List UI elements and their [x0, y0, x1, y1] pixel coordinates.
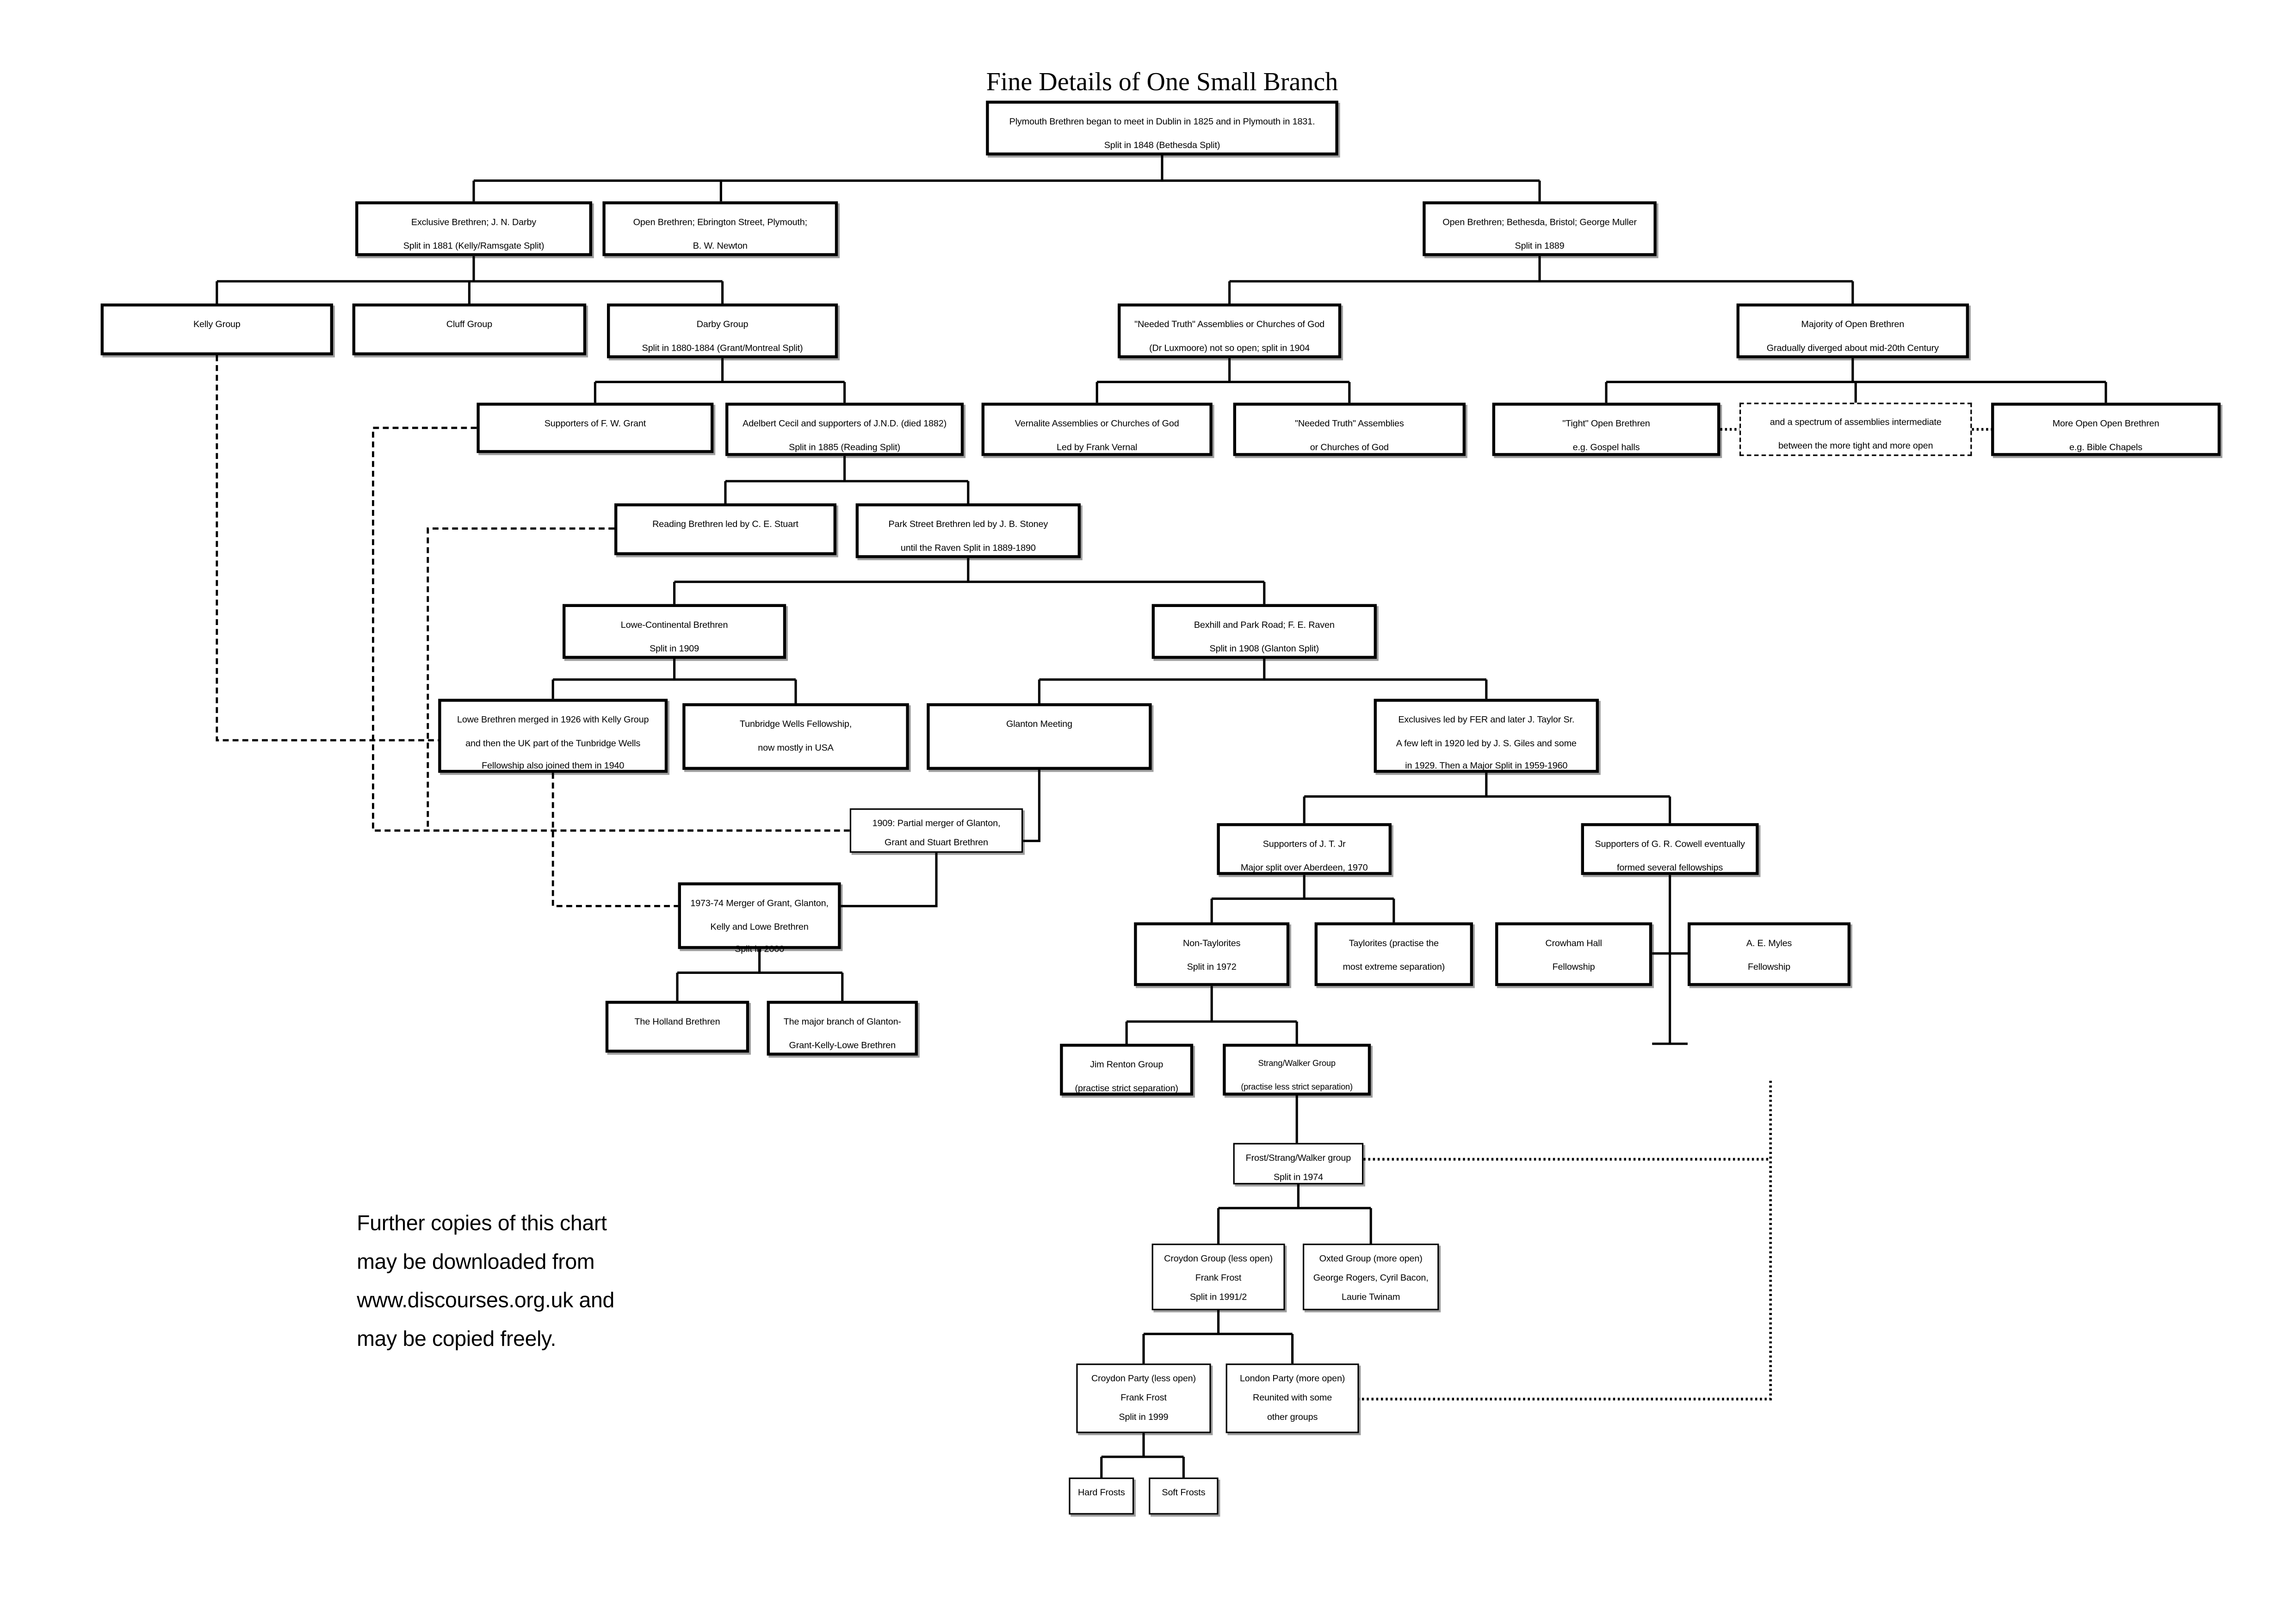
node-croydon-party: Croydon Party (less open) Frank Frost Sp… — [1076, 1363, 1211, 1433]
node-park-street-brethren: Park Street Brethren led by J. B. Stoney… — [855, 503, 1081, 558]
node-majority-open-brethren: Majority of Open Brethren Gradually dive… — [1736, 304, 1969, 359]
node-more-open-brethren: More Open Open Brethren e.g. Bible Chape… — [1991, 403, 2221, 456]
node-myles-fellowship: A. E. Myles Fellowship — [1688, 922, 1850, 986]
node-spectrum-intermediate: and a spectrum of assemblies intermediat… — [1739, 403, 1972, 456]
node-needed-truth-assemblies: "Needed Truth" Assemblies or Churches of… — [1233, 403, 1466, 456]
node-ebrington-street: Open Brethren; Ebrington Street, Plymout… — [602, 201, 838, 256]
node-grant-supporters: Supporters of F. W. Grant — [477, 403, 714, 453]
solid-connectors — [216, 155, 2107, 1478]
node-croydon-group: Croydon Group (less open) Frank Frost Sp… — [1151, 1244, 1285, 1310]
node-partial-merger-1909: 1909: Partial merger of Glanton, Grant a… — [849, 808, 1023, 853]
node-adelbert-cecil: Adelbert Cecil and supporters of J.N.D. … — [725, 403, 964, 456]
node-major-branch-ggkl: The major branch of Glanton- Grant-Kelly… — [767, 1001, 918, 1056]
node-tunbridge-wells: Tunbridge Wells Fellowship, now mostly i… — [682, 703, 909, 770]
node-jt-jr-supporters: Supporters of J. T. Jr Major split over … — [1217, 823, 1392, 875]
node-bexhill-park-road: Bexhill and Park Road; F. E. Raven Split… — [1151, 604, 1377, 659]
node-exclusives-fer: Exclusives led by FER and later J. Taylo… — [1374, 699, 1599, 773]
node-darby-group: Darby Group Split in 1880-1884 (Grant/Mo… — [607, 304, 838, 359]
node-soft-frosts: Soft Frosts — [1149, 1477, 1219, 1515]
node-hard-frosts: Hard Frosts — [1069, 1477, 1134, 1515]
node-needed-truth-luxmoore: "Needed Truth" Assemblies or Churches of… — [1118, 304, 1342, 359]
node-reading-brethren: Reading Brethren led by C. E. Stuart — [614, 503, 836, 555]
node-cluff-group: Cluff Group — [352, 304, 587, 355]
node-exclusive-brethren-darby: Exclusive Brethren; J. N. Darby Split in… — [355, 201, 592, 256]
node-taylorites: Taylorites (practise the most extreme se… — [1314, 922, 1473, 986]
node-bethesda-bristol: Open Brethren; Bethesda, Bristol; George… — [1423, 201, 1657, 256]
node-crowham-hall: Crowham Hall Fellowship — [1495, 922, 1652, 986]
node-frost-strang-walker: Frost/Strang/Walker group Split in 1974 — [1233, 1143, 1364, 1184]
node-lowe-merged: Lowe Brethren merged in 1926 with Kelly … — [438, 699, 668, 773]
node-holland-brethren: The Holland Brethren — [605, 1001, 749, 1053]
node-kelly-group: Kelly Group — [100, 304, 333, 355]
node-tight-open-brethren: "Tight" Open Brethren e.g. Gospel halls — [1492, 403, 1720, 456]
node-cowell-supporters: Supporters of G. R. Cowell eventually fo… — [1581, 823, 1759, 875]
download-note: Further copies of this chart may be down… — [357, 1212, 614, 1352]
node-oxted-group: Oxted Group (more open) George Rogers, C… — [1303, 1244, 1439, 1310]
node-glanton-meeting: Glanton Meeting — [927, 703, 1152, 770]
node-non-taylorites: Non-Taylorites Split in 1972 — [1134, 922, 1290, 986]
node-plymouth-origin: Plymouth Brethren began to meet in Dubli… — [986, 100, 1338, 155]
chart-title: Fine Details of One Small Branch — [986, 67, 1338, 96]
node-merger-1973-74: 1973-74 Merger of Grant, Glanton, Kelly … — [678, 882, 841, 955]
node-vernalite-assemblies: Vernalite Assemblies or Churches of God … — [981, 403, 1213, 456]
node-strang-walker-group: Strang/Walker Group (practise less stric… — [1223, 1044, 1371, 1096]
node-lowe-continental: Lowe-Continental Brethren Split in 1909 — [563, 604, 786, 659]
dashed-connectors — [216, 355, 850, 907]
node-london-party: London Party (more open) Reunited with s… — [1225, 1363, 1359, 1433]
dotted-connectors — [1359, 428, 1992, 1400]
node-jim-renton-group: Jim Renton Group (practise strict separa… — [1060, 1044, 1194, 1096]
